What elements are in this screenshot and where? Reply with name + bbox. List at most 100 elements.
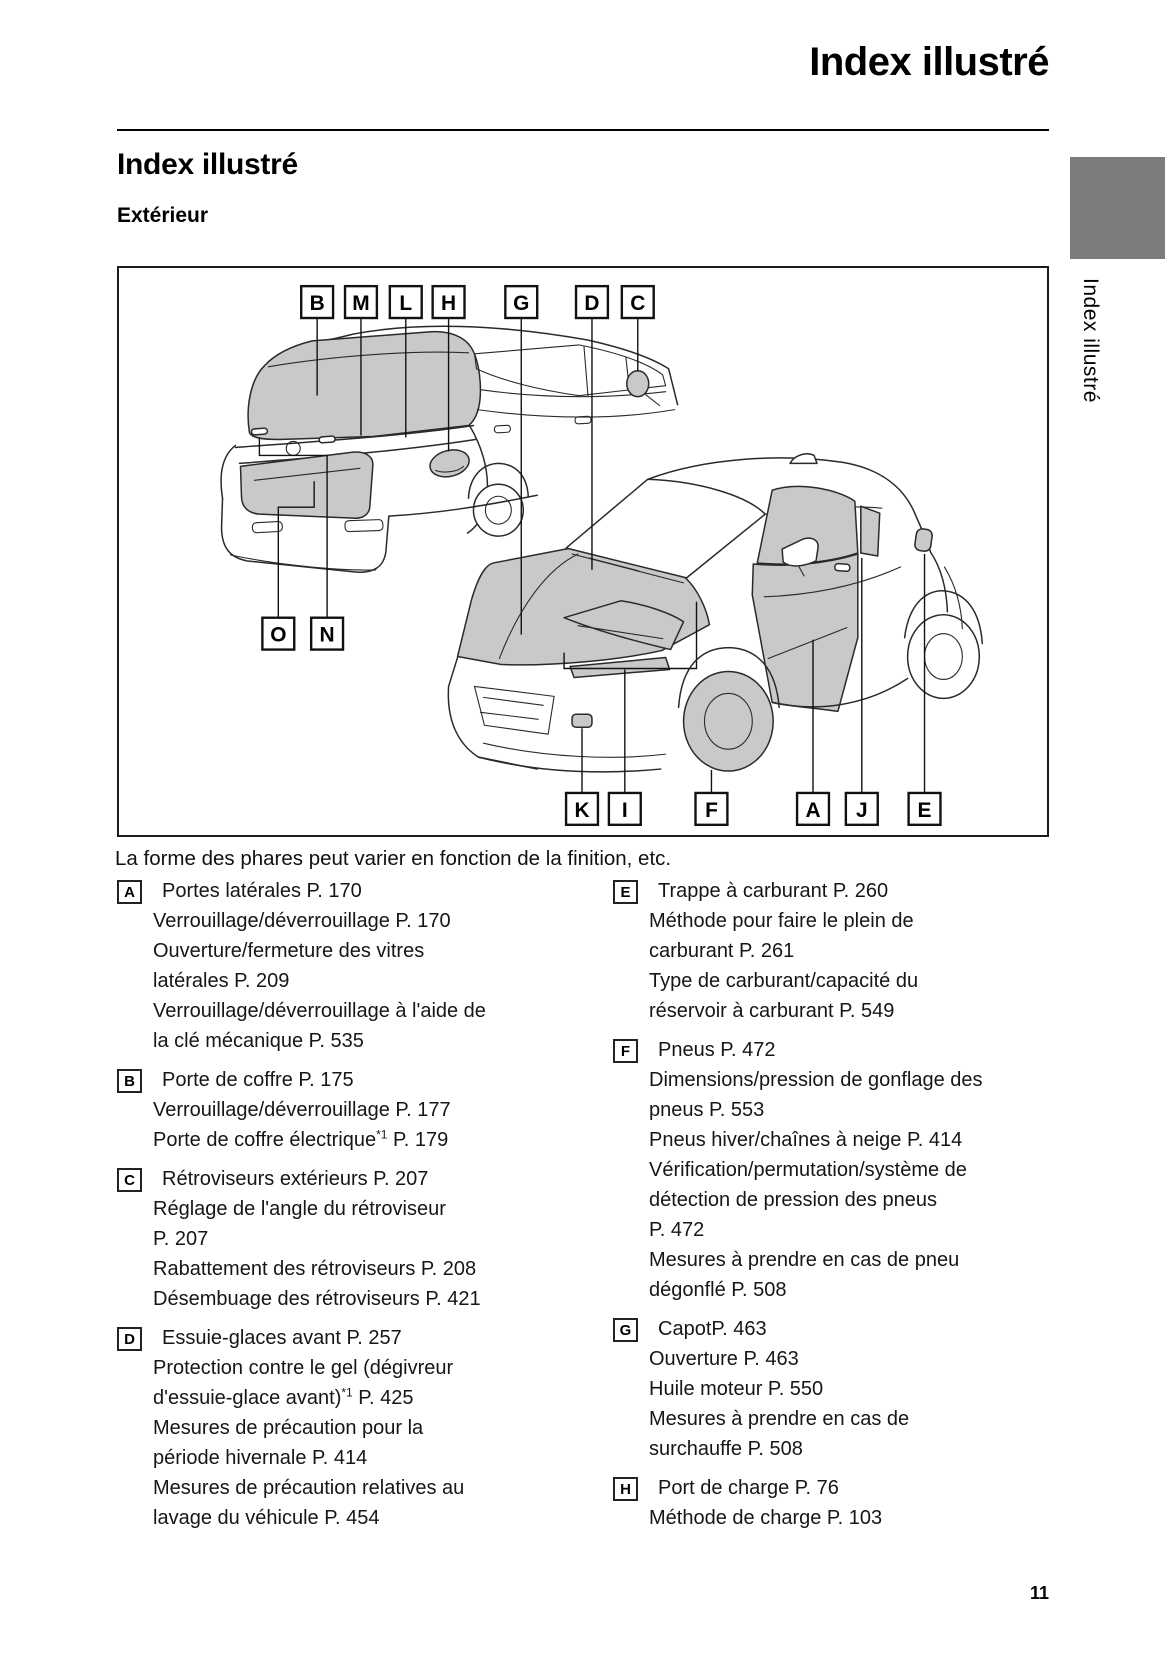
page-number: 11 [1029,1583,1049,1603]
svg-text:K: K [574,799,589,822]
callout-labels: B M L H G D C O N K I F A J E [261,284,942,827]
diagram-label-A: A [795,791,831,827]
diagram-label-I: I [607,791,642,827]
door-handle [575,416,591,424]
rear-reflector [345,519,383,531]
fuel-door [914,528,933,552]
rear-wheel [908,615,980,699]
index-item: Trappe à carburant P. 260 [658,880,889,902]
svg-text:B: B [310,292,325,315]
door-handle [494,425,510,433]
entry-letter-badge: A [117,880,142,904]
diagram-label-N: N [309,616,345,651]
door-mirror [627,371,649,397]
exterior-diagram: B M L H G D C O N K I F A J E [117,266,1049,837]
index-item: Ouverture P. 463 [649,1348,799,1370]
front-sensor [572,714,592,727]
diagram-label-O: O [261,616,296,651]
diagram-label-J: J [844,791,879,827]
index-item: Pneus hiver/chaînes à neige P. 414 [649,1129,963,1151]
diagram-label-C: C [620,284,655,320]
svg-text:J: J [856,799,868,822]
diagram-label-L: L [388,284,423,320]
section-title: Index illustré [117,148,298,181]
diagram-label-D: D [574,284,610,320]
svg-text:M: M [352,292,369,315]
lower-tailgate [240,452,372,518]
subsection-title: Extérieur [117,204,209,227]
front-wheel [684,671,774,771]
diagram-caption: La forme des phares peut varier en fonct… [115,847,672,870]
headlight-bracket [564,602,696,669]
diagram-label-K: K [564,791,600,827]
index-item: Rétroviseurs extérieurs P. 207 [162,1168,429,1190]
svg-text:E: E [918,799,932,822]
antenna-fin [790,454,817,464]
entry-letter-badge: B [117,1069,142,1093]
door-handle [835,563,850,571]
charge-port [427,446,472,481]
leader-lines [258,318,926,793]
index-item: Port de charge P. 76 [658,1477,839,1499]
liftgate-glass [248,332,480,440]
entry-letter-badge: C [117,1168,142,1192]
chapter-tab-label: Index illustré [1079,278,1102,403]
title-rule [117,129,1049,131]
svg-text:A: A [805,799,820,822]
diagram-label-G: G [504,284,539,320]
rear-reflector [252,521,282,533]
tailgate-opener-slot [319,436,335,443]
rear-car-illustration [221,326,678,572]
side-windows [474,345,665,396]
index-item: Verrouillage/déverrouillage P. 170 [153,910,451,932]
svg-text:H: H [441,292,456,315]
diagram-label-F: F [694,791,729,827]
door-mirror [782,538,818,566]
index-item: Huile moteur P. 550 [649,1378,824,1400]
svg-text:O: O [270,624,286,647]
rear-wheel [473,484,523,536]
index-item: Pneus P. 472 [658,1039,776,1061]
index-item: Méthode de charge P. 103 [649,1507,883,1529]
front-car-illustration [443,454,983,774]
index-item: Porte de coffre P. 175 [162,1069,354,1091]
index-item: Verrouillage/déverrouillage P. 177 [153,1099,451,1121]
index-item: Porte de coffre électrique*1 P. 179 [153,1127,449,1151]
diagram-label-E: E [907,791,942,827]
exterior-diagram-svg: B M L H G D C O N K I F A J E [119,284,1047,827]
index-item: Désembuage des rétroviseurs P. 421 [153,1288,481,1310]
svg-text:I: I [622,799,628,822]
svg-text:N: N [320,624,335,647]
diagram-label-B: B [300,284,335,320]
index-item: Essuie-glaces avant P. 257 [162,1327,402,1349]
diagram-label-M: M [343,284,379,320]
quarter-window [861,506,880,556]
entry-letter-badge: F [613,1039,638,1063]
svg-text:D: D [584,292,599,315]
